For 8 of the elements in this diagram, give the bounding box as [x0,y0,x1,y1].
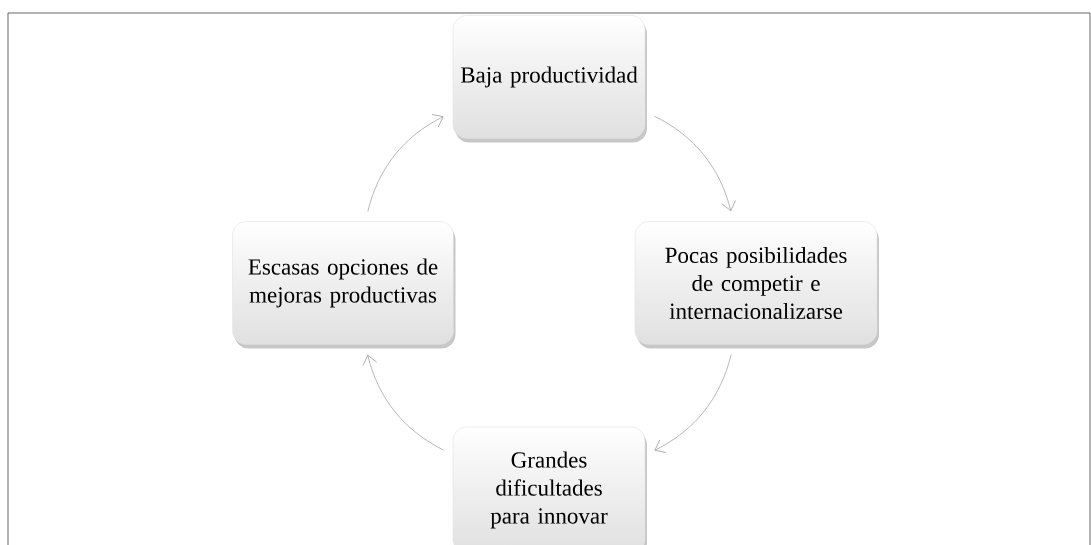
arrow [653,115,736,212]
process-box: Grandes dificultades para innovar [452,426,647,545]
process-box: Baja productividad [452,15,647,143]
arrow [367,114,444,212]
process-box: Escasas opciones de mejoras productivas [232,221,456,349]
arrow [362,354,445,451]
process-box: Pocas posibilidades de competir e internacionalizarse [634,221,879,349]
arrow [654,354,732,453]
